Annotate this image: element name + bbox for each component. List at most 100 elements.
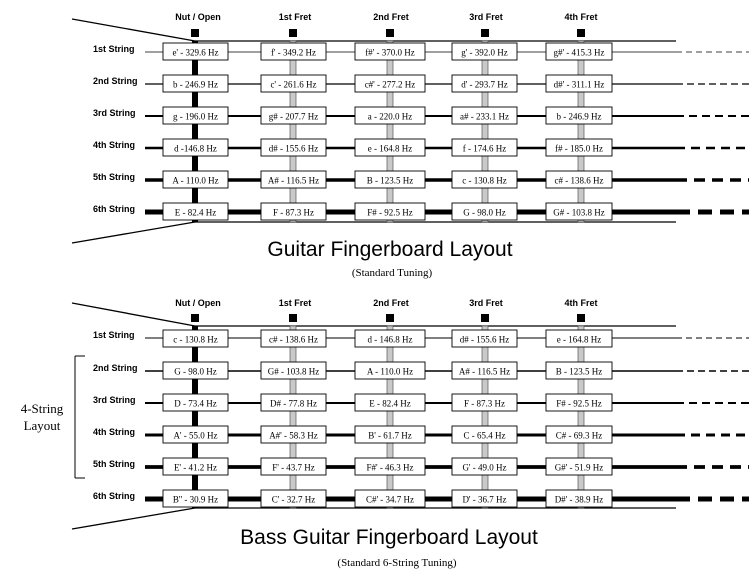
bass-note-box-1-2: d - 146.8 Hz	[354, 329, 426, 348]
bass-note-box-5-3: G' - 49.0 Hz	[451, 457, 518, 476]
guitar-note-label-3-4: b - 246.9 Hz	[557, 112, 602, 122]
guitar-note-box-5-3: c - 130.8 Hz	[451, 170, 518, 189]
guitar-note-box-2-2: c#' - 277.2 Hz	[354, 74, 426, 93]
bass-note-box-5-2: F#' - 46.3 Hz	[354, 457, 426, 476]
guitar-note-box-6-4: G# - 103.8 Hz	[545, 202, 613, 221]
guitar-note-label-5-0: A - 110.0 Hz	[172, 176, 218, 186]
bass-fret-label-4: 4th Fret	[564, 298, 597, 308]
guitar-note-box-1-4: g#' - 415.3 Hz	[545, 42, 613, 61]
bass-note-box-5-4: G#' - 51.9 Hz	[545, 457, 613, 476]
guitar-note-box-3-1: g# - 207.7 Hz	[260, 106, 327, 125]
guitar-note-label-5-2: B - 123.5 Hz	[367, 176, 414, 186]
guitar-note-box-1-1: f' - 349.2 Hz	[260, 42, 327, 61]
guitar-note-label-3-0: g - 196.0 Hz	[173, 112, 218, 122]
guitar-string-label-3: 3rd String	[93, 108, 136, 118]
bass-fret-bar-3	[481, 325, 489, 509]
bass-string-label-1: 1st String	[93, 330, 135, 340]
bass-note-label-4-0: A' - 55.0 Hz	[173, 431, 217, 441]
bass-note-box-5-1: F' - 43.7 Hz	[260, 457, 327, 476]
guitar-note-box-4-2: e - 164.8 Hz	[354, 138, 426, 157]
guitar-note-box-3-0: g - 196.0 Hz	[162, 106, 229, 125]
bass-note-box-4-1: A#' - 58.3 Hz	[260, 425, 327, 444]
guitar-note-box-4-4: f# - 185.0 Hz	[545, 138, 613, 157]
guitar-string-label-4: 4th String	[93, 140, 135, 150]
guitar-note-box-1-2: f#' - 370.0 Hz	[354, 42, 426, 61]
guitar-fret-marker-2	[386, 29, 394, 37]
bass-string-label-5: 5th String	[93, 459, 135, 469]
bass-note-box-3-1: D# - 77.8 Hz	[260, 393, 327, 412]
bass-neck-edge-top-left	[71, 302, 196, 327]
guitar-title: Guitar Fingerboard Layout	[267, 238, 512, 261]
guitar-note-box-3-4: b - 246.9 Hz	[545, 106, 613, 125]
bass-note-label-1-3: d# - 155.6 Hz	[460, 335, 510, 345]
bass-note-label-4-1: A#' - 58.3 Hz	[269, 431, 318, 441]
guitar-note-box-6-1: F - 87.3 Hz	[260, 202, 327, 221]
bass-note-label-5-0: E' - 41.2 Hz	[174, 463, 217, 473]
guitar-note-label-2-4: d#' - 311.1 Hz	[554, 80, 605, 90]
guitar-note-box-6-2: F# - 92.5 Hz	[354, 202, 426, 221]
guitar-note-box-4-3: f - 174.6 Hz	[451, 138, 518, 157]
bass-note-box-3-0: D - 73.4 Hz	[162, 393, 229, 412]
guitar-note-label-4-4: f# - 185.0 Hz	[555, 144, 603, 154]
guitar-fret-2	[386, 29, 394, 223]
bass-note-label-2-4: B - 123.5 Hz	[556, 367, 603, 377]
guitar-neck-edge-top-left	[71, 18, 196, 42]
guitar-note-label-4-0: d -146.8 Hz	[174, 144, 217, 154]
bass-fret-3	[481, 314, 489, 509]
bass-note-label-6-3: D' - 36.7 Hz	[462, 495, 506, 505]
bass-note-box-2-3: A# - 116.5 Hz	[451, 361, 518, 380]
guitar-note-label-4-3: f - 174.6 Hz	[463, 144, 507, 154]
bass-note-label-4-3: C - 65.4 Hz	[464, 431, 506, 441]
guitar-fret-label-4: 4th Fret	[564, 12, 597, 22]
guitar-note-label-2-0: b - 246.9 Hz	[173, 80, 218, 90]
bass-fret-bar-2	[386, 325, 394, 509]
bass-note-box-4-3: C - 65.4 Hz	[451, 425, 518, 444]
four-string-label-line2: Layout	[24, 418, 61, 433]
bass-note-label-2-1: G# - 103.8 Hz	[268, 367, 320, 377]
guitar-string-label-1: 1st String	[93, 44, 135, 54]
bass-note-label-5-1: F' - 43.7 Hz	[272, 463, 315, 473]
guitar-fret-bar-3	[481, 40, 489, 223]
bass-note-label-6-4: D#' - 38.9 Hz	[555, 495, 604, 505]
guitar-note-label-2-1: c' - 261.6 Hz	[270, 80, 316, 90]
guitar-note-box-5-0: A - 110.0 Hz	[162, 170, 229, 189]
guitar-note-label-4-2: e - 164.8 Hz	[368, 144, 413, 154]
guitar-note-label-6-0: E - 82.4 Hz	[175, 208, 217, 218]
bass-fret-4	[577, 314, 585, 509]
bass-note-box-3-2: E - 82.4 Hz	[354, 393, 426, 412]
bass-note-box-6-4: D#' - 38.9 Hz	[545, 489, 613, 508]
bass-note-box-1-3: d# - 155.6 Hz	[451, 329, 518, 348]
bass-note-label-5-3: G' - 49.0 Hz	[462, 463, 506, 473]
guitar-note-box-4-1: d# - 155.6 Hz	[260, 138, 327, 157]
guitar-note-box-1-0: e' - 329.6 Hz	[162, 42, 229, 61]
guitar-note-box-1-3: g' - 392.0 Hz	[451, 42, 518, 61]
bass-note-label-4-2: B' - 61.7 Hz	[368, 431, 412, 441]
guitar-note-box-2-3: d' - 293.7 Hz	[451, 74, 518, 93]
guitar-string-label-5: 5th String	[93, 172, 135, 182]
guitar-note-box-4-0: d -146.8 Hz	[162, 138, 229, 157]
bass-note-box-4-2: B' - 61.7 Hz	[354, 425, 426, 444]
bass-note-box-2-4: B - 123.5 Hz	[545, 361, 613, 380]
guitar-fret-label-3: 3rd Fret	[469, 12, 503, 22]
bass-fret-label-nut: Nut / Open	[175, 298, 221, 308]
guitar-fret-marker-4	[577, 29, 585, 37]
bass-note-box-2-2: A - 110.0 Hz	[354, 361, 426, 380]
bass-fret-label-3: 3rd Fret	[469, 298, 503, 308]
guitar-note-label-6-2: F# - 92.5 Hz	[367, 208, 413, 218]
guitar-subtitle: (Standard Tuning)	[352, 267, 433, 279]
guitar-note-label-5-1: A# - 116.5 Hz	[268, 176, 319, 186]
guitar-note-label-6-3: G - 98.0 Hz	[463, 208, 506, 218]
bass-note-label-3-4: F# - 92.5 Hz	[556, 399, 602, 409]
guitar-note-label-5-3: c - 130.8 Hz	[462, 176, 507, 186]
guitar-note-box-2-0: b - 246.9 Hz	[162, 74, 229, 93]
bass-note-box-4-0: A' - 55.0 Hz	[162, 425, 229, 444]
guitar-note-box-2-1: c' - 261.6 Hz	[260, 74, 327, 93]
guitar-note-label-1-4: g#' - 415.3 Hz	[553, 48, 604, 58]
guitar-note-label-1-3: g' - 392.0 Hz	[461, 48, 508, 58]
bass-string-label-2: 2nd String	[93, 363, 138, 373]
bass-fret-marker-1	[289, 314, 297, 322]
bass-title: Bass Guitar Fingerboard Layout	[240, 526, 538, 549]
bass-note-label-1-2: d - 146.8 Hz	[368, 335, 413, 345]
guitar-note-box-3-2: a - 220.0 Hz	[354, 106, 426, 125]
guitar-note-label-6-1: F - 87.3 Hz	[273, 208, 314, 218]
